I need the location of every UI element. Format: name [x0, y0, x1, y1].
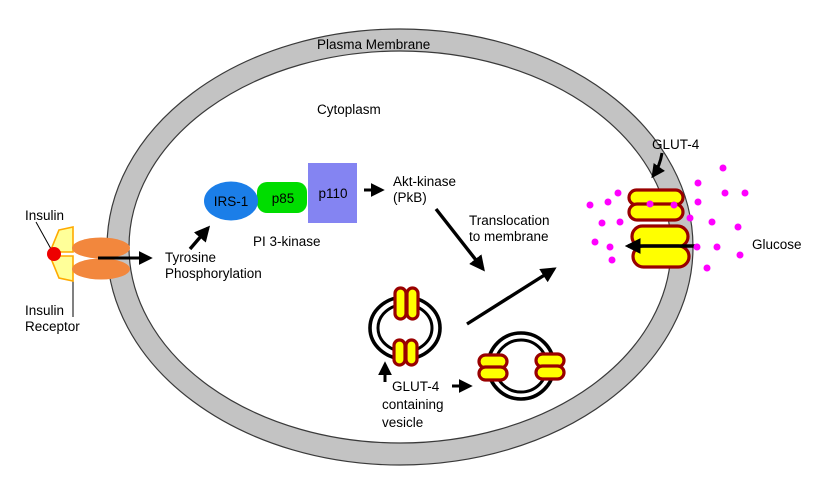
glucose-dot [694, 198, 702, 206]
membrane-transporter-lower-pill [630, 224, 690, 249]
vesicle-label-line2: containing [382, 397, 444, 412]
glucose-dot [614, 189, 622, 197]
insulin-receptor [35, 221, 130, 317]
p85-label: p85 [272, 191, 295, 206]
glucose-dot [586, 201, 594, 209]
membrane-transporter-upper-pill [627, 202, 685, 222]
glucose-dot [721, 189, 729, 197]
glucose-dot [736, 251, 744, 259]
vesicle1-transporter-top-pill [405, 286, 420, 321]
insulin-label: Insulin [25, 208, 64, 223]
p110-label: p110 [318, 186, 347, 201]
insulin-receptor-label-line2: Receptor [25, 319, 80, 334]
vesicle-label-line3: vesicle [382, 415, 423, 430]
glucose-dot [670, 201, 678, 209]
insulin-molecule-dot [47, 247, 61, 261]
receptor-beta-subunit-bottom [72, 258, 130, 280]
glucose-dot [608, 256, 616, 264]
receptor-beta-subunit-top [72, 237, 130, 259]
glucose-dot [591, 238, 599, 246]
glucose-dot [604, 198, 612, 206]
glucose-dot [686, 214, 694, 222]
pi3-kinase-complex: IRS-1 p85 p110 [204, 163, 357, 223]
glucose-dot [598, 219, 606, 227]
translocation-arrow [466, 267, 557, 326]
glucose-dot [694, 179, 702, 187]
pi3-kinase-label: PI 3-kinase [253, 234, 321, 249]
glut4-label-to-membrane-arrow [651, 152, 665, 179]
translocation-label-line1: Translocation [469, 213, 550, 228]
irs1-label: IRS-1 [214, 194, 249, 209]
glut4-transporters [392, 188, 691, 382]
receptor-alpha-subunit-top [48, 226, 74, 253]
vesicle1-transporter-bottom-pill [392, 338, 407, 367]
glucose-dot [734, 223, 742, 231]
glucose-dot [719, 164, 727, 172]
akt-kinase-label-line1: Akt-kinase [393, 174, 456, 189]
vesicle2-transporter-right-pill [534, 364, 566, 381]
glucose-dot [708, 218, 716, 226]
glucose-dot [693, 243, 701, 251]
vesicle-label-line1: GLUT-4 [392, 379, 440, 394]
glucose-dot [606, 243, 614, 251]
insulin-pointer-line [35, 221, 52, 250]
glucose-molecules [586, 164, 749, 272]
membrane-transporter-lower-pill [631, 244, 691, 269]
translocation-label-line2: to membrane [469, 229, 549, 244]
glucose-label: Glucose [752, 237, 802, 252]
glucose-dot [741, 189, 749, 197]
vesicle2-transporter-left-pill [477, 365, 509, 382]
glucose-dot [616, 218, 624, 226]
p85-subunit [257, 182, 307, 213]
p110-subunit [308, 163, 357, 223]
glut4-membrane-label: GLUT-4 [652, 137, 700, 152]
glucose-dot [713, 243, 721, 251]
receptor-alpha-subunit-bottom [48, 255, 74, 282]
vesicle1-transporter-bottom-pill [404, 338, 419, 367]
vesicle1-transporter-top-pill [393, 286, 408, 321]
cytoplasm-label: Cytoplasm [317, 102, 381, 117]
tyrosine-to-irs1-arrow [188, 225, 211, 251]
tyrosine-label-line2: Phosphorylation [165, 266, 262, 281]
akt-kinase-label-line2: (PkB) [393, 190, 427, 205]
insulin-receptor-label-line1: Insulin [25, 303, 64, 318]
glucose-dot [703, 264, 711, 272]
plasma-membrane-label: Plasma Membrane [317, 37, 430, 52]
irs1-protein [204, 181, 258, 221]
tyrosine-label-line1: Tyrosine [165, 250, 216, 265]
akt-to-vesicle-arrow [434, 207, 485, 272]
glucose-dot [646, 200, 654, 208]
